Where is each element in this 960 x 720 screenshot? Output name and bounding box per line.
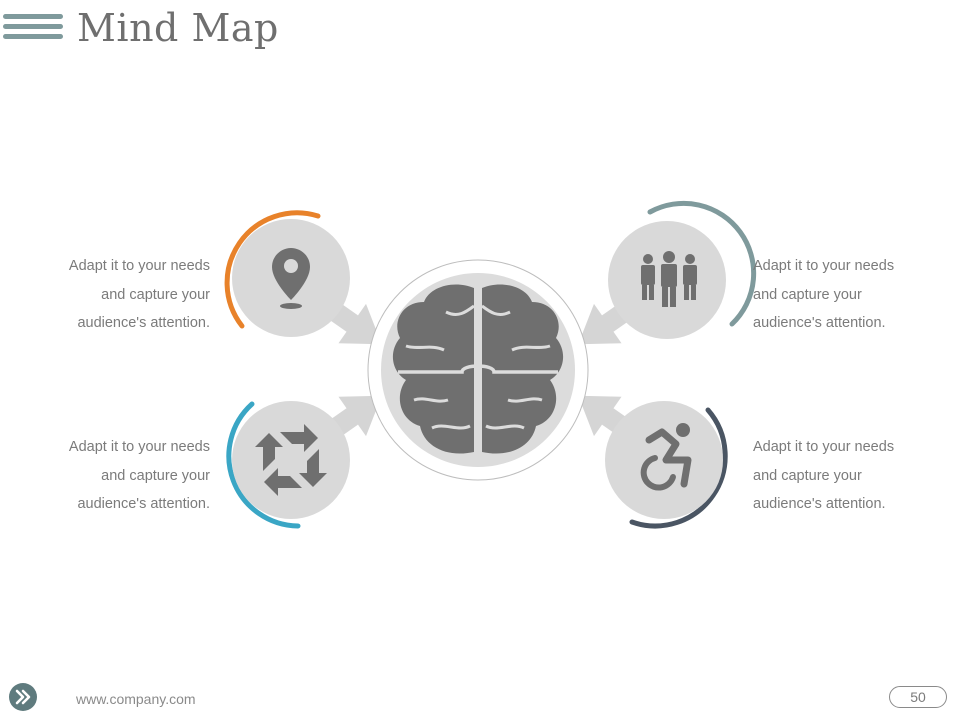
node-text-bottom-left: Adapt it to your needs and capture your … [68, 439, 210, 512]
accent-arc-orange [224, 210, 321, 329]
wheelchair-icon [640, 423, 692, 491]
menu-lines-icon [3, 14, 63, 39]
node-bottom-left [226, 401, 350, 529]
footer-url[interactable]: www.company.com [76, 691, 196, 707]
node-text-bottom-right: Adapt it to your needs and capture your … [753, 439, 895, 512]
accent-arc-blue [226, 401, 301, 529]
node-text-top-right: Adapt it to your needs and capture your … [753, 258, 895, 331]
brain-icon [392, 284, 564, 454]
accent-arc-navy [629, 407, 728, 529]
node-top-left [224, 210, 350, 337]
node-text-top-left: Adapt it to your needs and capture your … [68, 258, 210, 331]
node-top-right [608, 200, 757, 339]
node-bottom-right [605, 401, 728, 529]
next-slide-button[interactable] [8, 682, 38, 712]
refresh-cycle-icon [255, 424, 327, 496]
center-hub [367, 259, 589, 481]
team-icon [641, 251, 697, 307]
location-pin-icon [272, 248, 310, 309]
accent-arc-teal [647, 200, 757, 327]
page-number: 50 [889, 686, 947, 708]
page-title: Mind Map [77, 6, 279, 50]
